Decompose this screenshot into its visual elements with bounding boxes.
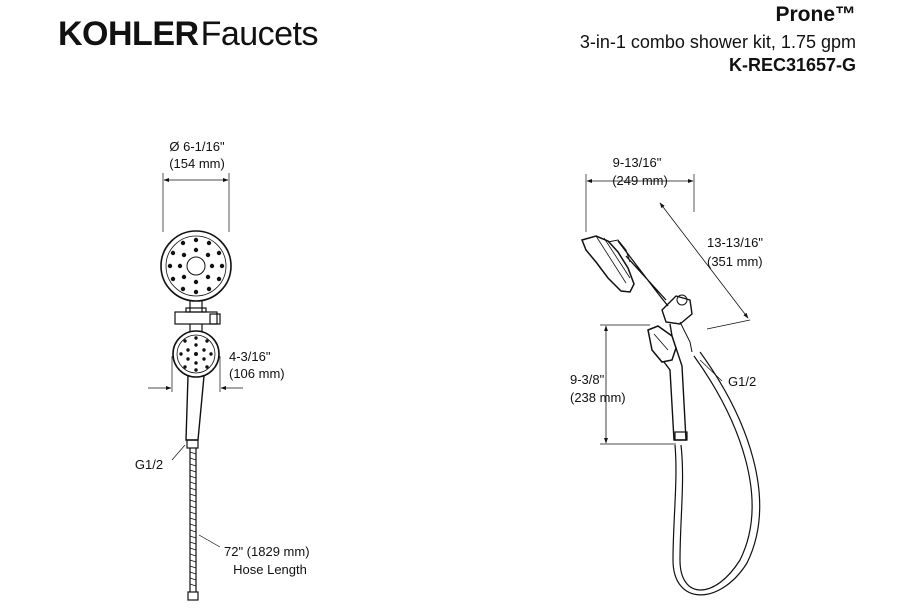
depth-mm: (249 mm) bbox=[612, 173, 668, 188]
hose-end-nut bbox=[187, 591, 199, 601]
showerhead-nozzles bbox=[167, 237, 225, 295]
showerhead-width-mm: (154 mm) bbox=[169, 156, 225, 171]
brand-logo: KOHLERFaucets bbox=[58, 14, 319, 54]
handshower-nozzles bbox=[179, 336, 213, 372]
handshower-handle bbox=[185, 375, 205, 441]
showerhead-arm bbox=[617, 240, 669, 307]
depth-in: 9-13/16" bbox=[613, 155, 662, 170]
showerhead-width-in: Ø 6-1/16" bbox=[169, 139, 225, 154]
handshower-length-mm: (238 mm) bbox=[570, 390, 626, 405]
brand-name: KOHLER bbox=[58, 15, 199, 53]
arm-length-dimension bbox=[659, 202, 749, 319]
product-description: 3-in-1 combo shower kit, 1.75 gpm bbox=[579, 32, 856, 52]
brand-suffix: Faucets bbox=[200, 15, 319, 53]
connection-leader bbox=[171, 444, 186, 461]
product-code: K-REC31657-G bbox=[728, 55, 856, 75]
handshower-face bbox=[172, 330, 220, 378]
handshower-length-in: 9-3/8" bbox=[570, 372, 605, 387]
handshower-side bbox=[647, 325, 677, 363]
front-view bbox=[148, 173, 243, 601]
handshower-handle-side bbox=[663, 323, 687, 441]
handshower-width-mm: (106 mm) bbox=[229, 366, 285, 381]
product-name: Prone™ bbox=[775, 3, 856, 26]
hose-nut bbox=[186, 439, 199, 449]
hose-length-value: 72" (1829 mm) bbox=[224, 544, 310, 559]
showerhead-neck bbox=[189, 301, 203, 312]
side-connection-label: G1/2 bbox=[728, 374, 756, 389]
side-view bbox=[580, 174, 761, 596]
diverter-bracket-side bbox=[661, 295, 693, 325]
hose-length-leader bbox=[198, 534, 221, 548]
arm-length-mm: (351 mm) bbox=[707, 254, 763, 269]
handshower-width-in: 4-3/16" bbox=[229, 349, 271, 364]
showerhead-face bbox=[160, 230, 232, 302]
side-connection-leader bbox=[699, 359, 723, 382]
front-connection-label: G1/2 bbox=[135, 457, 163, 472]
arm-length-in: 13-13/16" bbox=[707, 235, 763, 250]
hose-side bbox=[679, 355, 753, 591]
hose-length-label: Hose Length bbox=[233, 562, 307, 577]
showerhead-side bbox=[580, 235, 635, 293]
